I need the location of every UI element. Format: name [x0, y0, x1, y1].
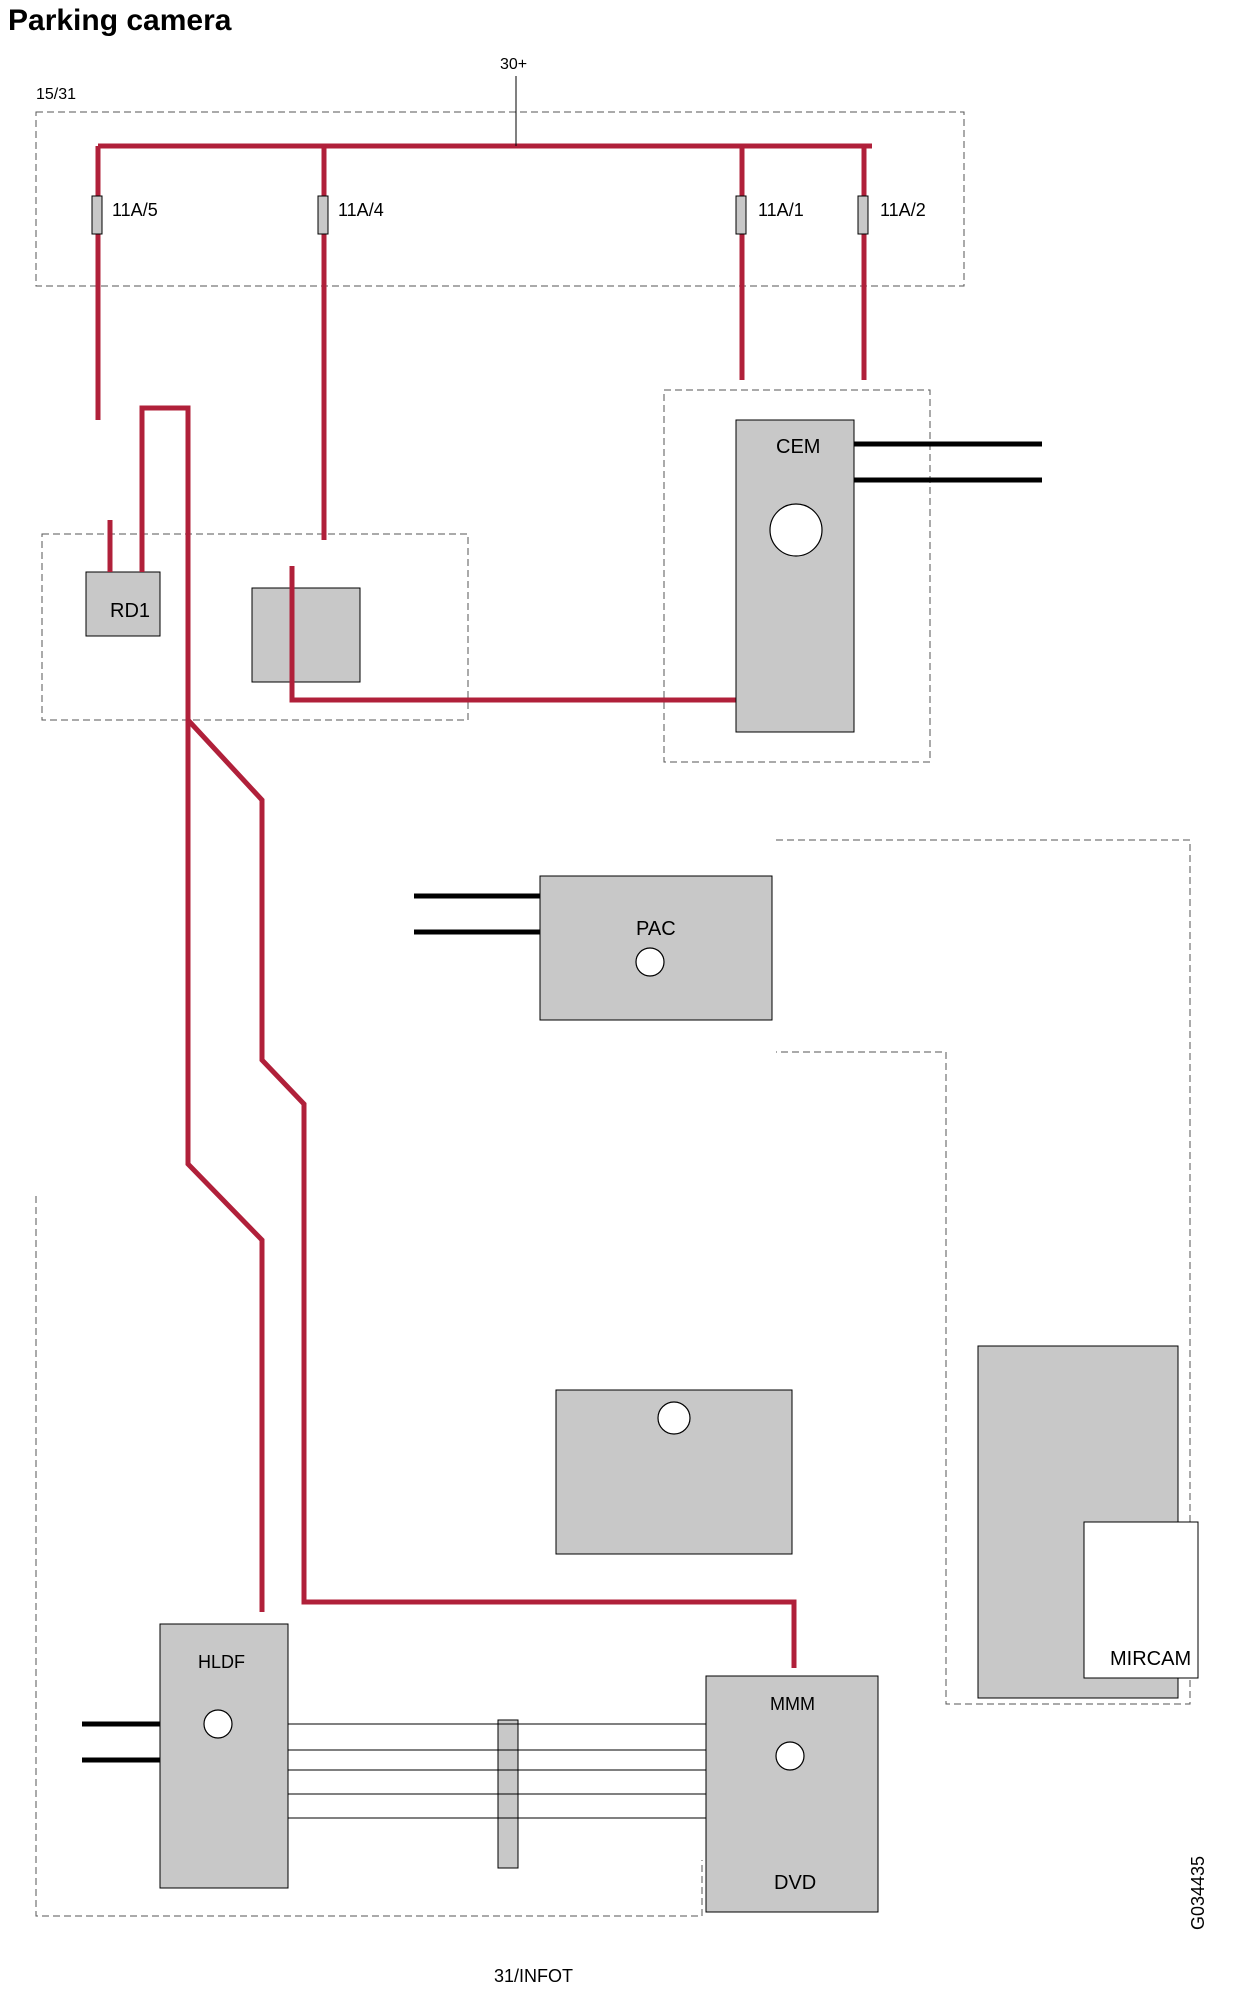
rd1-label: RD1: [110, 600, 151, 622]
rd1-relay: [85, 571, 161, 637]
pac-transistor-icon: [635, 947, 665, 977]
mmm-module: [705, 1675, 879, 1913]
mircam-box: [1083, 1521, 1199, 1679]
fuse-box-label: 15/31: [36, 86, 77, 103]
fuse-box-frame: [35, 111, 965, 287]
camera-transistor-icon: [657, 1401, 691, 1435]
cem-label: CEM: [776, 436, 821, 458]
hldf-module: [159, 1623, 289, 1889]
cem-module: [735, 419, 855, 733]
drawing-code: G034435: [1188, 1855, 1208, 1930]
dvd-label: DVD: [774, 1872, 817, 1894]
supply-label: 30+: [500, 56, 528, 73]
rb1-relay: [251, 587, 361, 683]
mircam-feed: [185, 720, 265, 1612]
hldf-frame: [35, 1196, 703, 1917]
fuse-row: [91, 195, 869, 235]
cem-frame: [663, 389, 931, 763]
hldf-label: HLDF: [198, 1652, 246, 1672]
cem-transistor-icon: [769, 503, 823, 557]
pac-label: PAC: [636, 918, 676, 940]
rti-feed: [186, 718, 797, 1668]
camera-frame: [776, 839, 1191, 1705]
pac-twisted-pair: [414, 893, 540, 935]
rd1-loop: [107, 405, 191, 720]
fuse-11a5: 11A/5: [112, 200, 158, 220]
ground-label: 31/INFOT: [494, 1966, 574, 1986]
pac-module: [539, 875, 773, 1021]
mircam-label: MIRCAM: [1110, 1648, 1192, 1670]
diagram-title: Parking camera: [8, 4, 232, 37]
mmm-label: MMM: [770, 1694, 815, 1714]
cem-twisted-pair: [854, 441, 1042, 483]
fuse-11a2: 11A/2: [880, 200, 926, 220]
central-electrical-frame: [41, 533, 469, 721]
fuse-11a1: 11A/1: [758, 200, 804, 220]
video-signal-wires: [288, 1723, 706, 1819]
hldf-twisted-pair: [82, 1721, 160, 1763]
power-bus: [95, 143, 872, 540]
fuse-11a4: 11A/4: [338, 200, 384, 220]
mmm-transistor-icon: [775, 1741, 805, 1771]
bu-wire: [289, 566, 736, 703]
hldf-transistor-icon: [203, 1709, 233, 1739]
